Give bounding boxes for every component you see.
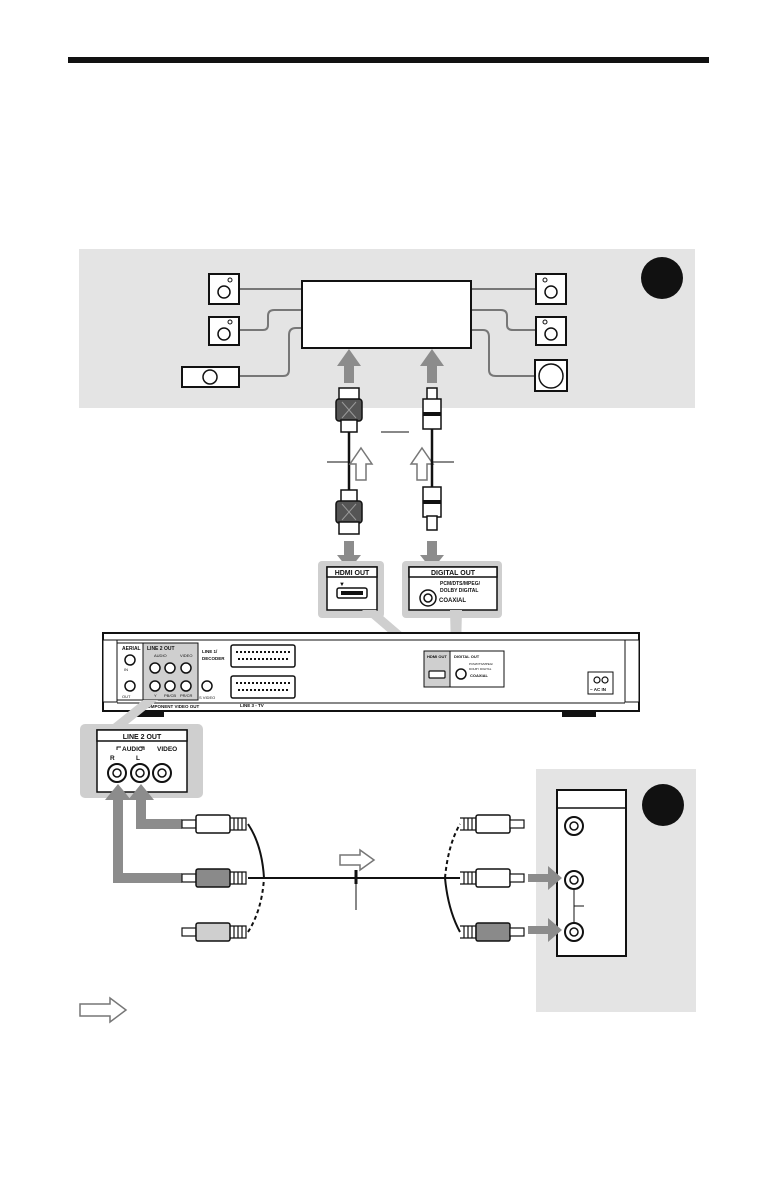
plug-left-middle [181,868,247,888]
speaker-center [181,366,240,388]
coaxial-input-arrow [420,349,444,383]
device-middle-arrow [528,866,562,890]
title-rule [68,57,709,63]
aerial-out-jack [124,680,136,692]
plug-right-middle [460,868,525,888]
rear-line2-out-label: LINE 2 OUT [147,646,175,652]
hdmi-mark-icon: ▼ [339,582,345,588]
hdmi-cable [335,387,363,535]
audio-l-label: L [136,755,140,762]
s-video-jack [201,680,213,692]
av-amplifier [301,280,472,349]
rear-formats-1: PCM/DTS/MPEG/ [469,662,493,666]
rear-audio-label: AUDIO [154,653,167,658]
audio-cable-wires [247,823,461,933]
rear-y-label: Y [154,693,157,698]
rear-pb-label: PB/CB [164,693,176,698]
digital-formats-line1: PCM/DTS/MPEG/ [440,581,481,587]
coaxial-cable [422,387,442,531]
ac-in-label: ~ AC IN [590,687,606,692]
rear-video-label: VIDEO [180,653,192,658]
plug-right-bottom [460,922,525,942]
hdmi-out-label: HDMI OUT [335,570,370,577]
aerial-in-jack [124,654,136,666]
leader-lines [327,431,454,463]
aerial-out-label: OUT [122,694,131,699]
coaxial-output-arrow [420,541,444,570]
line3-tv-label: LINE 3 - TV [240,703,264,708]
signal-flow-arrow-hdmi [348,446,374,481]
video-label: VIDEO [157,746,177,753]
hdmi-out-callout: HDMI OUT ▼ [318,561,384,618]
hdmi-input-arrow [337,349,361,383]
rear-coaxial-label: COAXIAL [470,673,489,678]
s-video-label: S VIDEO [199,695,215,700]
recorder-rear-panel: AERIAL IN OUT LINE 2 OUT AUDIO VIDEO Y P… [102,632,640,717]
signal-flow-arrow-coaxial [409,446,435,481]
digital-out-label: DIGITAL OUT [431,570,476,577]
component-video-out-label: COMPONENT VIDEO OUT [144,704,200,709]
line1-label-2: DECODER [202,656,225,661]
step-badge-b [642,784,684,826]
rear-hdmi-label: HDMI OUT [427,654,447,659]
speaker-front-left [208,273,240,305]
line2-callout-wedge [113,700,158,724]
aerial-in-label: IN [124,667,128,672]
digital-formats-line2: DOLBY DIGITAL [440,588,478,594]
input-arrows [337,349,444,383]
line2-out-label: LINE 2 OUT [123,734,162,741]
audio-l-signal-path [136,798,182,829]
audio-signal-flow-arrow [339,848,376,872]
audio-r-label: R [110,755,115,762]
aerial-label: AERIAL [122,646,141,652]
audio-label: AUDIO [122,746,143,753]
audio-cable-right-plugs [460,814,525,942]
hdmi-output-arrow [337,541,361,570]
line1-label-1: LINE 1/ [202,649,218,654]
speaker-wires [240,288,536,377]
digital-out-callout: DIGITAL OUT PCM/DTS/MPEG/ DOLBY DIGITAL … [402,561,502,618]
scart-line1 [230,644,296,668]
rear-pr-label: PR/CR [180,693,193,698]
coaxial-label: COAXIAL [439,598,466,604]
signal-flow-legend-icon [79,996,128,1024]
speaker-front-right [535,273,567,305]
audio-r-signal-path [113,798,182,883]
plug-left-top [181,814,247,834]
rear-formats-2: DOLBY DIGITAL [469,667,492,671]
rear-digital-label: DIGITAL OUT [454,654,480,659]
plug-right-top [460,814,525,834]
audio-device-panel [556,789,627,957]
plug-left-bottom [181,922,247,942]
step-badge-a [641,257,683,299]
speaker-rear-left [208,316,240,346]
device-bottom-arrow [528,918,562,942]
line2-out-callout: LINE 2 OUT AUDIO VIDEO R L [80,724,203,798]
audio-cable-left-plugs [181,814,247,942]
scart-line3 [230,675,296,699]
subwoofer [534,359,568,392]
speaker-rear-right [535,316,567,346]
